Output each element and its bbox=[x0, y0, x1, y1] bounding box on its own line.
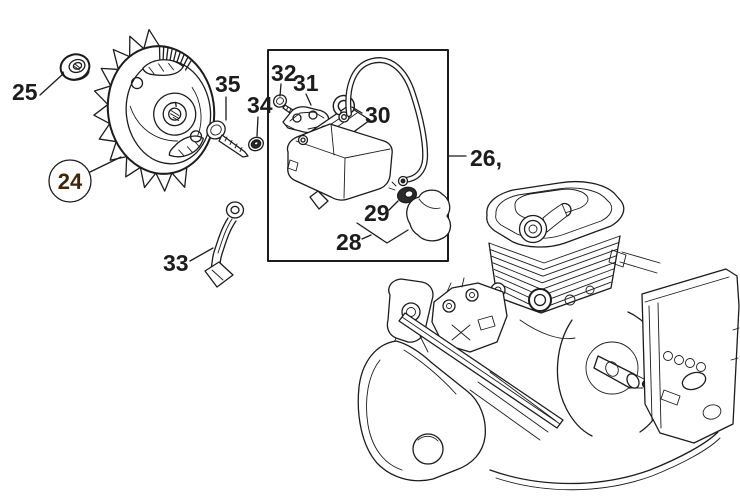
leader-29 bbox=[388, 200, 399, 211]
callout-25[interactable]: 25 bbox=[12, 79, 38, 105]
leader-25 bbox=[39, 73, 64, 96]
leader-32 bbox=[279, 83, 282, 97]
leader-28 bbox=[356, 222, 409, 244]
callout-26[interactable]: 26, bbox=[470, 145, 502, 171]
callout-24[interactable]: 24 bbox=[58, 169, 83, 194]
flange-nut-drawing bbox=[59, 53, 91, 81]
clip-30-fill bbox=[334, 96, 354, 114]
grommet-29-drawing bbox=[388, 181, 418, 204]
screw-35-drawing bbox=[206, 120, 249, 158]
leader-30 bbox=[351, 106, 363, 114]
flywheel-drawing bbox=[93, 28, 216, 192]
boot-28-drawing bbox=[406, 189, 452, 242]
callout-32[interactable]: 32 bbox=[271, 60, 297, 86]
highlight-24[interactable]: 24 bbox=[48, 159, 92, 203]
screw-32-drawing bbox=[272, 94, 295, 114]
bracket-33-drawing bbox=[204, 201, 245, 288]
callout-35[interactable]: 35 bbox=[215, 71, 241, 97]
leader-24 bbox=[89, 156, 122, 173]
ignition-module-drawing bbox=[286, 105, 393, 210]
flywheel-magnet-hatch bbox=[158, 46, 193, 71]
spark-plug-wire-drawing bbox=[345, 57, 429, 187]
highlight-ring-24[interactable] bbox=[48, 159, 92, 203]
washer-34-drawing bbox=[248, 136, 264, 152]
engine-crankcase-drawing bbox=[357, 180, 740, 491]
callout-31[interactable]: 31 bbox=[293, 70, 319, 96]
leader-31 bbox=[305, 93, 312, 106]
callout-33[interactable]: 33 bbox=[163, 250, 189, 276]
callout-28[interactable]: 28 bbox=[336, 229, 362, 255]
leader-34 bbox=[256, 116, 259, 137]
callout-30[interactable]: 30 bbox=[365, 102, 391, 128]
callout-29[interactable]: 29 bbox=[364, 200, 390, 226]
leader-33 bbox=[189, 247, 214, 262]
